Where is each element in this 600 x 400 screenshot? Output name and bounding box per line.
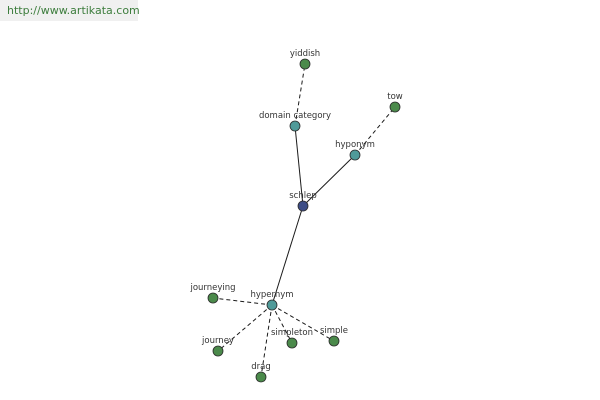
node-tow[interactable] <box>389 101 401 113</box>
node-label-hypernym: hypernym <box>250 290 293 300</box>
node-simple[interactable] <box>328 335 340 347</box>
node-label-tow: tow <box>387 92 403 102</box>
node-label-journey: journey <box>201 336 234 346</box>
nodes-layer <box>207 58 401 383</box>
labels-layer: schlep domain category hyponym hypernym yidd… <box>189 49 402 372</box>
node-label-schlep: schlep <box>289 191 316 201</box>
edge-hypernym-simple <box>271 304 335 342</box>
node-simpleton[interactable] <box>286 337 298 349</box>
node-label-yiddish: yiddish <box>290 49 320 59</box>
node-journey[interactable] <box>212 345 224 357</box>
node-label-simple: simple <box>320 326 348 336</box>
edge-hypernym-journeying <box>212 297 273 306</box>
node-yiddish[interactable] <box>299 58 311 70</box>
edges-layer <box>212 63 396 378</box>
node-journeying[interactable] <box>207 292 219 304</box>
edge-hyponym-tow <box>354 106 396 156</box>
node-label-simpleton: simpleton <box>271 328 313 338</box>
edge-schlep-domain-category <box>294 125 304 207</box>
node-schlep[interactable] <box>297 200 309 212</box>
node-label-journeying: journeying <box>189 283 235 293</box>
node-hyponym[interactable] <box>349 149 361 161</box>
edge-hypernym-journey <box>217 304 273 352</box>
node-label-drag: drag <box>251 362 271 372</box>
edge-schlep-hypernym <box>271 205 304 306</box>
edge-schlep-hyponym <box>302 154 356 207</box>
edge-domain-category-yiddish <box>294 63 306 127</box>
edge-hypernym-simpleton <box>271 304 293 344</box>
node-domain-category[interactable] <box>289 120 301 132</box>
node-drag[interactable] <box>255 371 267 383</box>
node-label-hyponym: hyponym <box>335 140 375 150</box>
edge-hypernym-drag <box>260 304 273 378</box>
site-url-watermark: http://www.artikata.com <box>0 0 140 21</box>
node-label-domain-category: domain category <box>259 111 331 121</box>
node-hypernym[interactable] <box>266 299 278 311</box>
